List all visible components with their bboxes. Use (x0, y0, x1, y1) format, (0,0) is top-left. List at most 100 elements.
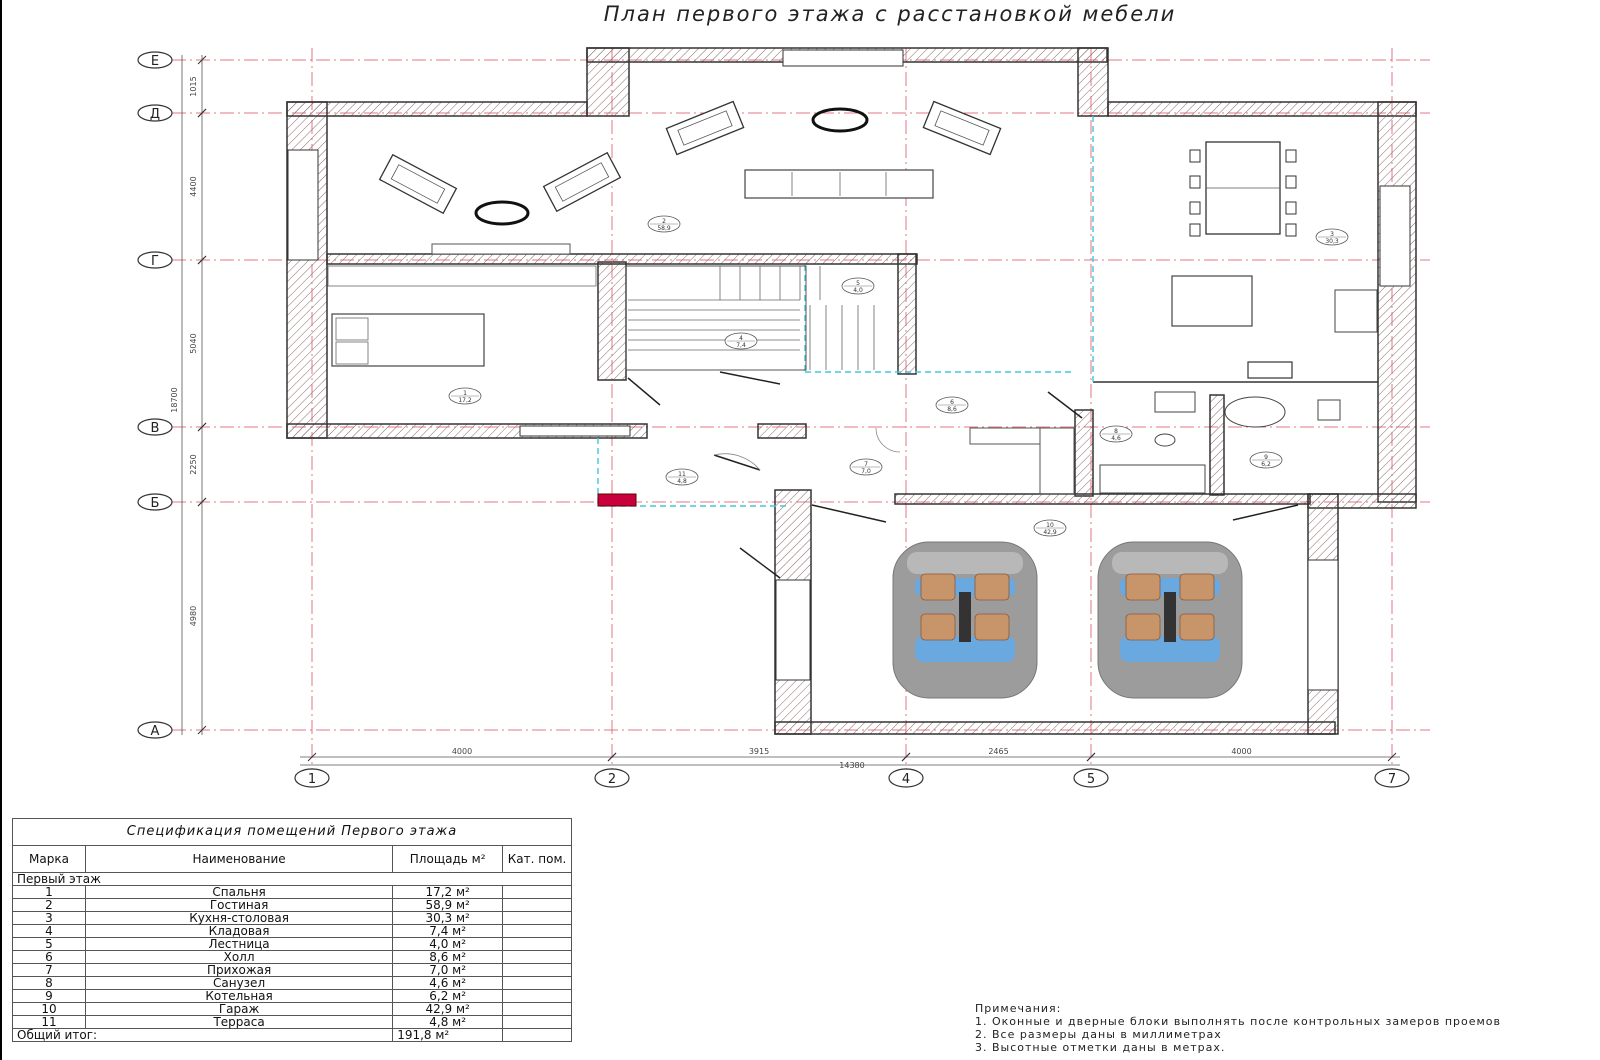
car-rear-glass (1120, 636, 1220, 662)
axis-marker-row (137, 721, 173, 739)
spec-cell-cat (502, 937, 572, 951)
dim-label: 4000 (1231, 747, 1251, 756)
car-seat (1179, 573, 1215, 601)
stove (1247, 361, 1293, 379)
dim-tick (307, 752, 317, 762)
car-rear-glass (915, 636, 1015, 662)
spec-cell-mark: 8 (12, 976, 86, 990)
dining-chair (1189, 223, 1201, 237)
cars (892, 541, 1243, 699)
spec-cell-name: Котельная (84, 989, 394, 1003)
page-title: План первого этажа с расстановкой мебели (603, 2, 1177, 26)
door-leaf (713, 454, 761, 471)
armchair-seat (677, 110, 733, 146)
room-tag-area: 7,4 (736, 342, 746, 349)
spec-cell-area: 4,8 м² (392, 1015, 504, 1029)
spec-cell-area: 6,2 м² (392, 989, 504, 1003)
axis-marker-col (1073, 768, 1109, 788)
spec-cell-area: 8,6 м² (392, 950, 504, 964)
dim-label: 1015 (189, 76, 198, 96)
car-seat (974, 613, 1010, 641)
spec-cell-name: Гараж (84, 1002, 394, 1016)
spec-cell-name: Санузел (84, 976, 394, 990)
door-leaf (627, 377, 661, 406)
wall (1107, 101, 1417, 117)
dim-label: 3915 (749, 747, 769, 756)
spec-group: Первый этаж (12, 872, 572, 886)
dim-label-total: 18700 (170, 387, 179, 412)
axis-label-col: 7 (1388, 772, 1396, 787)
spec-header-cat: Кат. пом. (502, 845, 572, 873)
spec-cell-mark: 9 (12, 989, 86, 1003)
spec-header-mark: Марка (12, 845, 86, 873)
spec-cell-area: 30,3 м² (392, 911, 504, 925)
dim-label: 4400 (189, 176, 198, 196)
coffee-table-round (811, 107, 869, 133)
axis-label-col: 4 (902, 772, 910, 787)
dim-tick (197, 725, 207, 735)
boiler (1224, 396, 1286, 428)
spec-cell-cat (502, 976, 572, 990)
dining-chair (1285, 175, 1297, 189)
wall (897, 253, 917, 375)
spec-cell-mark: 11 (12, 1015, 86, 1029)
armchair (542, 151, 622, 213)
dim-tick (901, 752, 911, 762)
axis-label-row: А (151, 724, 160, 739)
room-tag-number: 3 (1330, 231, 1334, 238)
spec-total-label: Общий итог: (11, 1028, 394, 1042)
spec-cell-mark: 4 (12, 924, 86, 938)
car-seat (920, 613, 956, 641)
dining-chair (1285, 223, 1297, 237)
sink (1334, 289, 1378, 333)
walls (286, 47, 1417, 735)
pillow (335, 317, 369, 341)
door-leaf (1232, 504, 1299, 521)
spec-cell-mark: 10 (12, 1002, 86, 1016)
spec-cell-name: Кухня-столовая (84, 911, 394, 925)
room-tag-area: 4,0 (853, 287, 863, 294)
spec-cell-cat (502, 1002, 572, 1016)
window (1379, 185, 1411, 287)
dim-tick (1387, 752, 1397, 762)
spec-cell-cat (502, 950, 572, 964)
notes-heading: Примечания: (975, 1002, 1062, 1015)
dining-chair (1285, 201, 1297, 215)
dim-label: 2465 (988, 747, 1008, 756)
car-console (1164, 592, 1176, 642)
wall (1377, 101, 1417, 503)
room-tag-number: 4 (739, 335, 743, 342)
red-column (597, 493, 637, 507)
terrace-line (597, 438, 790, 507)
window (287, 149, 319, 261)
boiler-unit (1317, 399, 1341, 421)
car-seat (974, 573, 1010, 601)
room-tag-number: 11 (678, 471, 686, 478)
wall (1077, 47, 1109, 117)
spec-cell-mark: 1 (12, 885, 86, 899)
axis-label-row: Д (150, 107, 160, 122)
door-leaf (719, 371, 781, 385)
dim-tick (607, 752, 617, 762)
door-leaf (739, 547, 781, 579)
room-tag-area: 4,8 (677, 478, 687, 485)
room-tag-area: 8,6 (947, 406, 957, 413)
shower (1099, 464, 1206, 494)
axis-marker-col (1374, 768, 1410, 788)
dining-chair (1285, 149, 1297, 163)
dim-tick (197, 422, 207, 432)
tv-stand (431, 243, 571, 255)
spec-header-name: Наименование (84, 845, 394, 873)
toilet (1154, 433, 1176, 447)
sofa (744, 169, 934, 199)
